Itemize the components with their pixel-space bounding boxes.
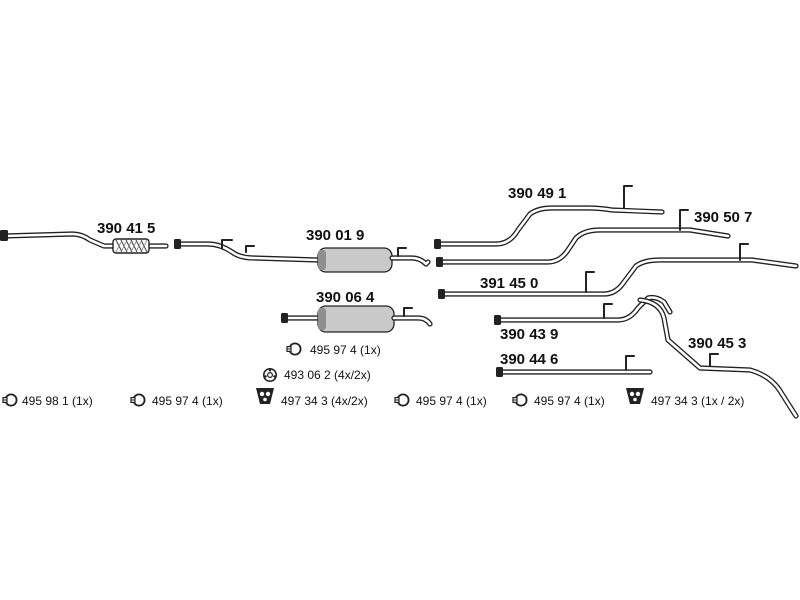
pipe-clamp-icon [512, 393, 528, 407]
pipe-clamp-icon [394, 393, 410, 407]
part-number-rear-pipe-f: 390 45 3 [688, 335, 746, 352]
accessory-clamp-3: 495 97 4 (1x) [310, 343, 381, 357]
part-number-front-pipe: 390 41 5 [97, 220, 155, 237]
rear-pipe-c-part [438, 243, 799, 299]
accessory-clamp-4: 495 97 4 (1x) [416, 394, 487, 408]
accessory-ring: 493 06 2 (4x/2x) [284, 368, 371, 382]
rear-pipe-f-part [637, 297, 799, 419]
accessory-clamp-5: 495 97 4 (1x) [534, 394, 605, 408]
part-number-rear-pipe-b: 390 50 7 [694, 209, 752, 226]
rear-pipe-a-part [434, 185, 665, 249]
pipe-clamp-icon [2, 393, 18, 407]
part-number-center-silencer-alt: 390 06 4 [316, 289, 375, 306]
center-silencer-part [174, 239, 431, 273]
part-number-rear-pipe-e: 390 44 6 [500, 351, 558, 368]
center-silencer-alt-part [281, 305, 433, 333]
rubber-hanger-icon [256, 388, 274, 404]
accessory-hanger-2: 497 34 3 (1x / 2x) [651, 394, 744, 408]
accessory-clamp-2: 495 97 4 (1x) [152, 394, 223, 408]
pipe-clamp-icon [130, 393, 146, 407]
part-number-rear-pipe-a: 390 49 1 [508, 185, 566, 202]
accessory-clamp-1: 495 98 1 (1x) [22, 394, 93, 408]
rear-pipe-b-part [436, 209, 731, 267]
rear-pipe-e-part [496, 355, 653, 377]
part-number-rear-pipe-d: 390 43 9 [500, 326, 558, 343]
pipe-clamp-icon [286, 342, 302, 356]
front-pipe-part [0, 230, 169, 254]
part-number-rear-pipe-c: 391 45 0 [480, 275, 538, 292]
accessory-hanger-1: 497 34 3 (4x/2x) [281, 394, 368, 408]
rubber-hanger-icon [626, 388, 644, 404]
part-number-center-silencer: 390 01 9 [306, 227, 364, 244]
rubber-ring-icon [262, 367, 278, 383]
